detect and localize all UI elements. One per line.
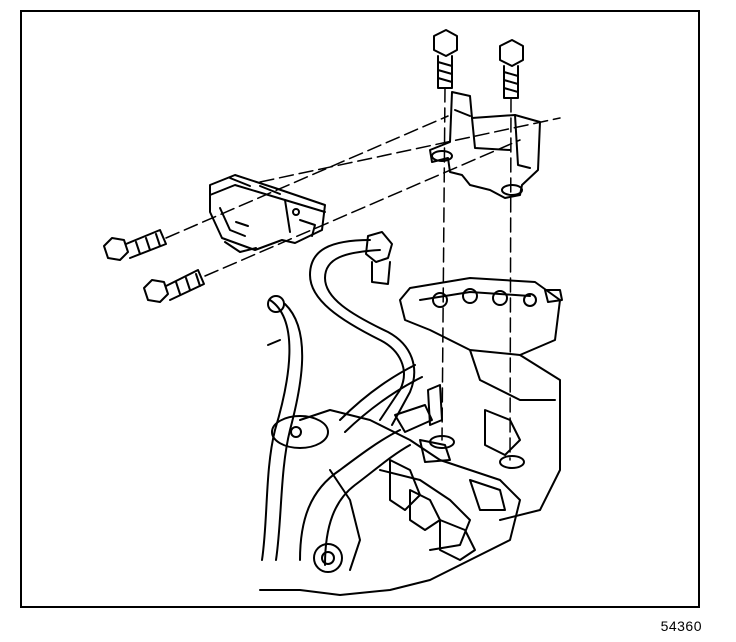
alignment-lines [165,87,561,461]
ignition-control-module-icon [209,174,326,253]
horizontal-bolt-icon [103,229,205,303]
vertical-bolt-icon [433,29,524,99]
engine-assembly-icon [259,231,563,596]
figure-number: 54360 [660,618,702,634]
diagram-frame [20,10,700,608]
mounting-bracket-icon [429,91,541,199]
